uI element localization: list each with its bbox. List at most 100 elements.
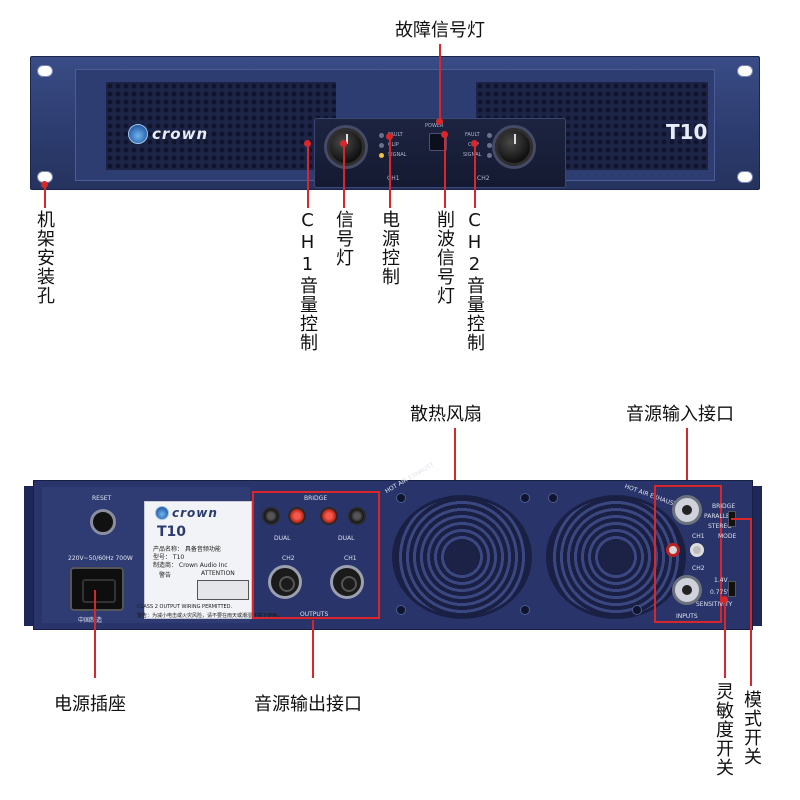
- ch1-signal-text: SIGNAL: [388, 152, 407, 158]
- ch2-binding-post-black[interactable]: [262, 507, 280, 525]
- dual-text-right: DUAL: [338, 535, 355, 542]
- rear-model-line: 型号： T10: [153, 554, 185, 561]
- dual-text-left: DUAL: [274, 535, 291, 542]
- screw: [520, 493, 530, 503]
- rear-maker-line: 制造商： Crown Audio Inc: [153, 562, 228, 569]
- outputs-highlight-box: BRIDGE DUAL DUAL CH2 CH1 OUTPUTS: [252, 491, 380, 619]
- front-control-panel: FAULT CLIP SIGNAL POWER FAULT CLIP SIGNA…: [314, 118, 566, 188]
- rear-panel: RESET 220V~50/60Hz 700W 中国制造 crown T10 产…: [33, 461, 753, 630]
- callout-ch2-volume: CH2音量控制: [464, 210, 485, 352]
- front-brand-text: crown: [152, 125, 209, 143]
- callout-line-fault: [439, 44, 441, 120]
- out-ch1-text: CH1: [344, 555, 357, 562]
- ch2-speakon-output[interactable]: [268, 565, 302, 599]
- ch1-speakon-output[interactable]: [330, 565, 364, 599]
- rear-logo: crown: [155, 506, 218, 520]
- stereo-mode-text: STEREO: [708, 523, 732, 530]
- ch2-binding-post-red[interactable]: [288, 507, 306, 525]
- parallel-mode-text: PARALLEL: [704, 513, 734, 520]
- power-inlet-socket[interactable]: [70, 567, 124, 611]
- callout-line-sensitivity: [724, 602, 726, 678]
- sens-0775-text: 0.775V: [710, 589, 732, 596]
- front-panel: crown T10 FAULT CLIP SIGNAL POWER FAULT …: [30, 56, 760, 190]
- ch2-volume-knob[interactable]: [495, 128, 533, 166]
- front-model-text: T10: [666, 120, 708, 144]
- ch1-clip-text: CLIP: [388, 142, 399, 148]
- callout-mode-switch: 模式开关: [741, 690, 762, 766]
- rear-ear-right: [752, 486, 762, 626]
- sensitivity-switch[interactable]: [728, 581, 736, 597]
- made-in-text: 中国制造: [78, 617, 103, 624]
- ch2-fault-led: [487, 133, 492, 138]
- rack-hole-bottom-right: [737, 171, 753, 183]
- front-face: crown T10 FAULT CLIP SIGNAL POWER FAULT …: [75, 69, 715, 188]
- caution-cn-text: 警告：为减小电击或火灾风险，请不要在雨天或潮湿环境下使用。: [137, 613, 283, 619]
- front-logo: crown: [128, 124, 208, 144]
- callout-line-input: [686, 428, 688, 484]
- rear-ear-left: [24, 486, 34, 626]
- ch2-xlr-input[interactable]: [672, 575, 702, 605]
- sensitivity-text: SENSITIVITY: [696, 601, 733, 608]
- callout-hline-mode: [731, 518, 751, 520]
- ch1-fault-text: FAULT: [388, 132, 403, 138]
- callout-line-rack-hole: [44, 186, 46, 208]
- warning-cn-text: 警告: [159, 572, 172, 579]
- screw: [396, 605, 406, 615]
- screw: [632, 605, 642, 615]
- callout-line-ch2-volume: [474, 146, 476, 208]
- bridge-mode-text: BRIDGE: [712, 503, 736, 510]
- attention-text: ATTENTION: [201, 570, 235, 577]
- callout-line-fan: [454, 428, 456, 526]
- callout-line-ch1-volume: [307, 146, 309, 208]
- ch1-xlr-input[interactable]: [672, 495, 702, 525]
- ch1-fault-led: [379, 133, 384, 138]
- callout-line-power: [389, 138, 391, 208]
- callout-audio-output: 音源输出接口: [254, 694, 362, 715]
- out-ch2-text: CH2: [282, 555, 295, 562]
- callout-dot-ch2-volume: [471, 140, 478, 147]
- ch2-signal-led: [487, 153, 492, 158]
- ch1-text: CH1: [387, 175, 400, 182]
- callout-signal-light: 信号灯: [333, 210, 354, 267]
- reset-text: RESET: [92, 495, 112, 502]
- callout-dot-ch1-volume: [304, 140, 311, 147]
- callout-line-power-socket: [94, 590, 96, 678]
- voltage-text: 220V~50/60Hz 700W: [68, 555, 133, 562]
- mode-text: MODE: [718, 533, 737, 540]
- crown-logo-icon: [128, 124, 148, 144]
- callout-dot-power: [386, 133, 393, 140]
- callout-audio-input: 音源输入接口: [626, 404, 734, 425]
- rear-product-line: 产品名称： 具备音频功能: [153, 546, 221, 553]
- screw: [520, 605, 530, 615]
- screw: [396, 493, 406, 503]
- screw: [548, 493, 558, 503]
- rear-brand-text: crown: [172, 506, 218, 520]
- sens-1v4-text: 1.4V: [714, 577, 728, 584]
- reset-button[interactable]: [90, 509, 116, 535]
- warning-box: [197, 580, 249, 600]
- callout-line-mode: [750, 518, 752, 686]
- ch1-binding-post-black[interactable]: [348, 507, 366, 525]
- rack-hole-top-left: [37, 65, 53, 77]
- ch2-text: CH2: [477, 175, 490, 182]
- callout-cooling-fan: 散热风扇: [410, 404, 482, 425]
- callout-line-output: [312, 620, 314, 678]
- rear-info-label: crown T10 产品名称： 具备音频功能 型号： T10 制造商： Crow…: [137, 501, 282, 619]
- rca-input-red[interactable]: [666, 543, 680, 557]
- callout-dot-clip-light: [441, 131, 448, 138]
- ch2-fault-text: FAULT: [465, 132, 480, 138]
- bridge-text: BRIDGE: [304, 495, 328, 502]
- rear-crown-logo-icon: [155, 506, 169, 520]
- ch2-clip-led: [487, 143, 492, 148]
- outputs-text: OUTPUTS: [300, 611, 329, 618]
- ch1-signal-led: [379, 153, 384, 158]
- hot-air-exhaust-left: HOT AIR EXHAUST: [384, 461, 436, 496]
- callout-power-socket: 电源插座: [54, 694, 126, 715]
- rca-input-white[interactable]: [690, 543, 704, 557]
- ch1-volume-knob[interactable]: [327, 128, 365, 166]
- callout-clip-light: 削波信号灯: [434, 210, 455, 305]
- callout-line-signal-light: [343, 146, 345, 208]
- callout-dot-rack-hole: [41, 181, 48, 188]
- ch1-clip-led: [379, 143, 384, 148]
- ch1-binding-post-red[interactable]: [320, 507, 338, 525]
